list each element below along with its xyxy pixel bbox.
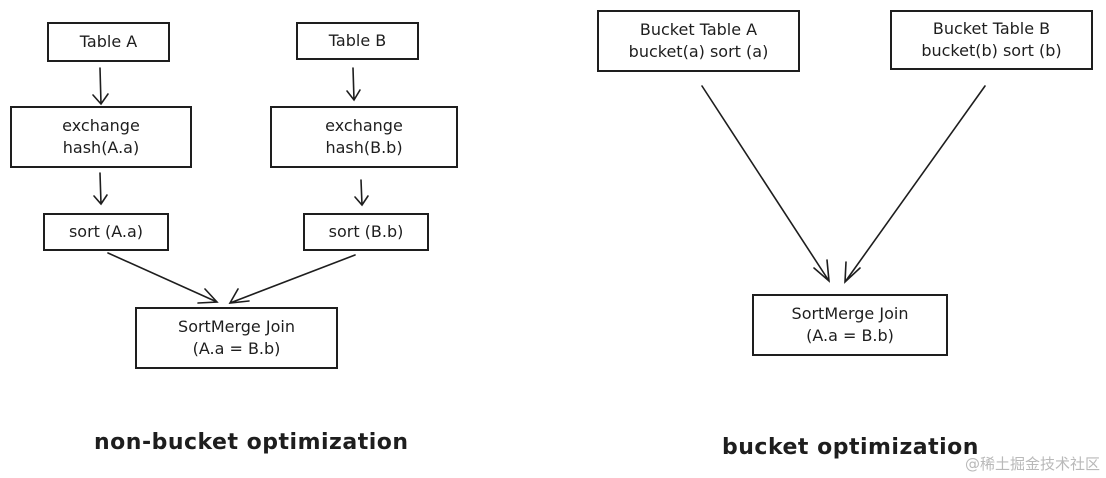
arrow-sort-a-to-join — [107, 252, 219, 304]
exchange-a-box: exchange hash(A.a) — [10, 106, 192, 168]
table-a-label: Table A — [79, 32, 138, 51]
arrow-exchange-a-to-sort — [93, 172, 108, 206]
arrow-sort-b-to-join — [228, 254, 356, 304]
caption-bucket: bucket optimization — [722, 435, 979, 460]
table-a-box: Table A — [47, 22, 170, 62]
sort-a-box: sort (A.a) — [43, 213, 169, 251]
arrow-bucket-a-to-join — [701, 85, 830, 283]
join-left-box: SortMerge Join (A.a = B.b) — [135, 307, 338, 369]
arrow-table-b-to-exchange — [346, 67, 361, 102]
bucket-table-a-box: Bucket Table A bucket(a) sort (a) — [597, 10, 800, 72]
table-b-box: Table B — [296, 22, 419, 60]
sort-a-label: sort (A.a) — [68, 222, 144, 241]
join-left-line-1: SortMerge Join — [178, 317, 295, 336]
exchange-a-line-1: exchange — [62, 116, 140, 135]
bucket-table-b-line-2: bucket(b) sort (b) — [921, 41, 1062, 60]
join-right-box: SortMerge Join (A.a = B.b) — [752, 294, 948, 356]
arrow-exchange-b-to-sort — [354, 179, 369, 207]
bucket-table-b-box: Bucket Table B bucket(b) sort (b) — [890, 10, 1093, 70]
exchange-a-line-2: hash(A.a) — [62, 138, 140, 157]
arrow-table-a-to-exchange — [92, 67, 109, 106]
sort-b-label: sort (B.b) — [328, 222, 404, 241]
join-right-line-2: (A.a = B.b) — [806, 326, 894, 345]
arrow-bucket-b-to-join — [844, 85, 986, 284]
sort-b-box: sort (B.b) — [303, 213, 429, 251]
exchange-b-line-1: exchange — [325, 116, 403, 135]
join-left-line-2: (A.a = B.b) — [192, 339, 281, 358]
exchange-b-box: exchange hash(B.b) — [270, 106, 458, 168]
exchange-b-line-2: hash(B.b) — [325, 138, 403, 157]
bucket-table-a-line-1: Bucket Table A — [639, 20, 758, 39]
caption-non-bucket: non-bucket optimization — [94, 430, 409, 455]
table-b-label: Table B — [328, 31, 387, 50]
join-right-line-1: SortMerge Join — [791, 304, 909, 323]
watermark: @稀土掘金技术社区 — [964, 455, 1100, 473]
bucket-table-a-line-2: bucket(a) sort (a) — [628, 42, 769, 61]
bucket-table-b-line-1: Bucket Table B — [932, 19, 1051, 38]
